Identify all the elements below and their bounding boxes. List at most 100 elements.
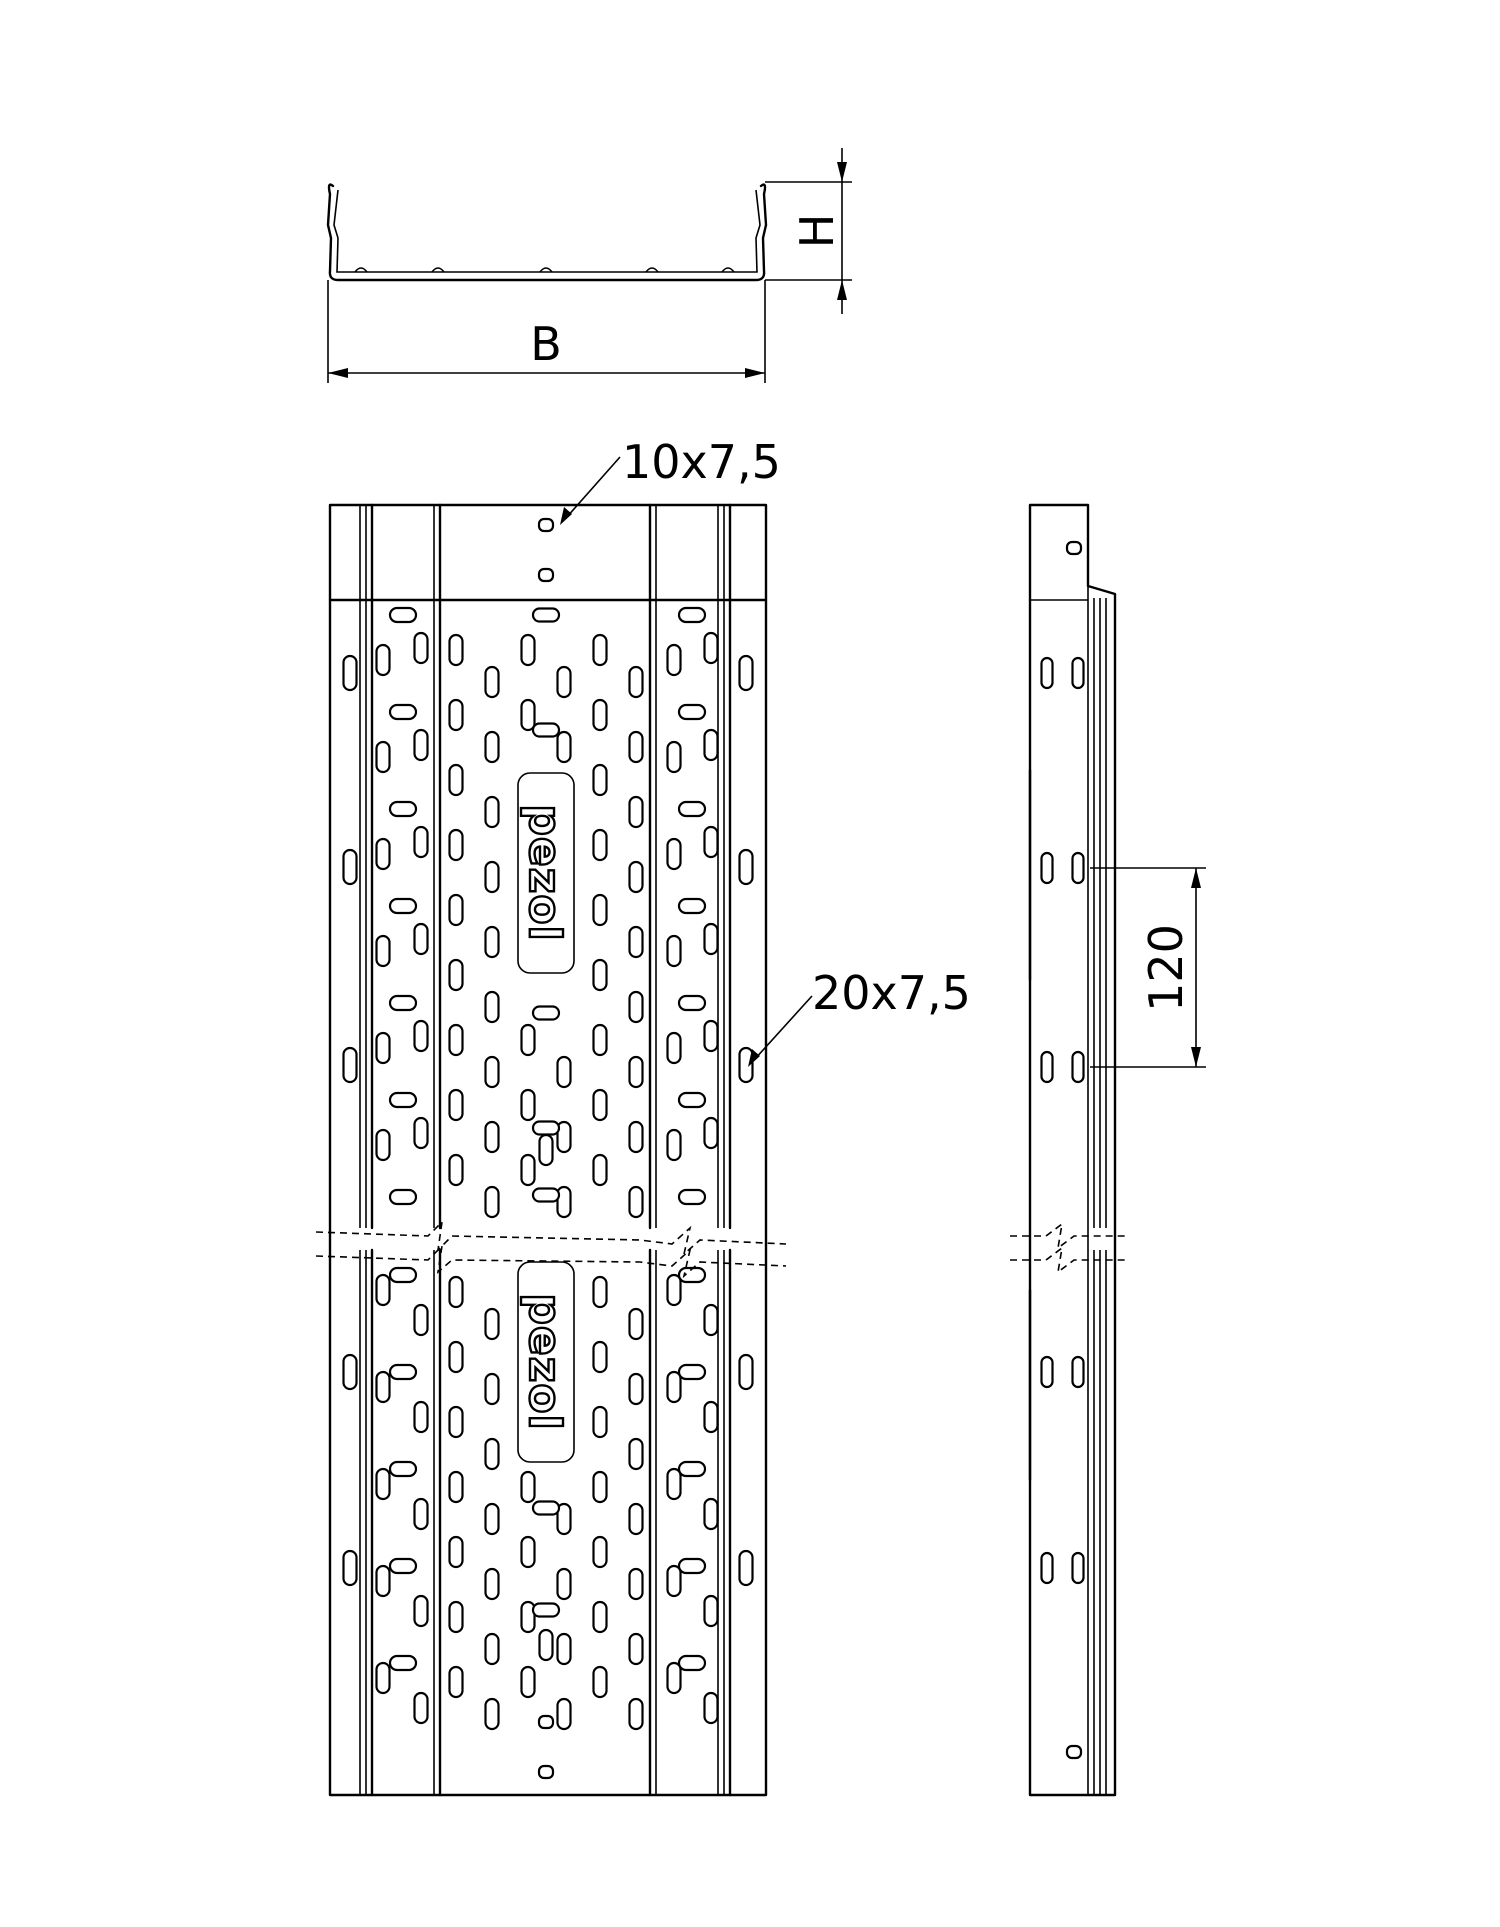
slot-hole	[677, 1266, 707, 1284]
slot-hole	[703, 1303, 719, 1337]
slot-hole	[666, 837, 682, 871]
slot-hole	[677, 1654, 707, 1672]
slot-hole	[738, 1046, 754, 1084]
break-dash-top	[315, 1219, 787, 1257]
slot-hole	[592, 1535, 608, 1569]
slot-hole	[375, 1128, 391, 1162]
pitch-label: 120	[1139, 924, 1193, 1012]
slot-hole	[556, 1185, 572, 1219]
slot-hole	[448, 958, 464, 992]
slot-hole	[484, 1697, 500, 1731]
slot-hole	[738, 848, 754, 886]
slot-hole	[1040, 1050, 1054, 1084]
slot-hole	[413, 1497, 429, 1531]
slot-hole	[520, 698, 536, 732]
pitch-arrow-top	[1191, 868, 1201, 888]
slot-hole	[556, 665, 572, 699]
tray-profile	[326, 183, 768, 282]
slot-hole	[375, 1467, 391, 1501]
slot-hole	[628, 730, 644, 764]
side-hole-arrow	[748, 1049, 760, 1067]
slot-hole	[592, 1275, 608, 1309]
slot-hole	[484, 1055, 500, 1089]
logo-text: pezol	[519, 804, 570, 941]
slot-hole	[556, 1697, 572, 1731]
slot-hole	[666, 1467, 682, 1501]
slot-hole	[388, 703, 418, 721]
slot-hole	[388, 994, 418, 1012]
slot-hole	[448, 1340, 464, 1374]
slot-hole	[703, 1691, 719, 1725]
slot-hole	[448, 1153, 464, 1187]
slot-hole	[484, 1120, 500, 1154]
slot-hole	[628, 1437, 644, 1471]
small-hole	[1065, 540, 1083, 556]
slot-hole	[592, 763, 608, 797]
slot-hole	[677, 1091, 707, 1109]
slot-hole	[413, 1594, 429, 1628]
plan-break-line	[315, 1219, 787, 1279]
side-break-top	[1010, 1222, 1126, 1250]
slot-hole	[556, 1055, 572, 1089]
slot-hole	[1040, 656, 1054, 690]
h-arrow-bottom	[837, 280, 847, 300]
slot-hole	[677, 800, 707, 818]
slot-hole	[628, 1307, 644, 1341]
slot-hole	[592, 698, 608, 732]
slot-hole	[484, 1632, 500, 1666]
slot-hole	[531, 722, 561, 738]
slot-hole	[375, 1273, 391, 1307]
slot-hole	[413, 728, 429, 762]
slot-hole	[666, 1564, 682, 1598]
slot-hole	[448, 1665, 464, 1699]
logos: pezol pezol	[517, 772, 575, 1463]
slot-hole	[677, 1460, 707, 1478]
slot-hole	[628, 1697, 644, 1731]
slot-hole	[592, 1023, 608, 1057]
slot-hole	[531, 1120, 561, 1136]
cross-section-view: H B	[326, 148, 852, 383]
slot-hole	[703, 825, 719, 859]
slot-hole	[703, 728, 719, 762]
side-break-bottom	[1010, 1246, 1126, 1274]
width-label: B	[530, 317, 562, 371]
slot-hole	[666, 1273, 682, 1307]
small-hole	[537, 1764, 555, 1780]
slot-hole	[666, 1031, 682, 1065]
slot-hole	[413, 1400, 429, 1434]
slot-hole	[1071, 1050, 1085, 1084]
slot-hole	[628, 990, 644, 1024]
slot-hole	[531, 1602, 561, 1618]
slot-hole	[375, 1031, 391, 1065]
slot-hole	[520, 1470, 536, 1504]
slot-hole	[677, 1188, 707, 1206]
slot-hole	[342, 848, 358, 886]
slot-hole	[413, 1019, 429, 1053]
slot-hole	[628, 1567, 644, 1601]
slot-hole	[448, 1405, 464, 1439]
slot-hole	[388, 1188, 418, 1206]
pitch-arrow-bottom	[1191, 1047, 1201, 1067]
slot-hole	[520, 1023, 536, 1057]
slot-hole	[677, 897, 707, 915]
small-hole	[537, 1714, 555, 1730]
slot-hole	[738, 1353, 754, 1391]
small-hole-arrow	[560, 507, 572, 525]
slot-hole	[448, 1600, 464, 1634]
slot-hole	[703, 631, 719, 665]
slot-hole	[484, 795, 500, 829]
pezol-logo: pezol	[517, 1261, 575, 1463]
slot-hole	[592, 1405, 608, 1439]
slot-hole	[738, 1549, 754, 1587]
slot-hole	[556, 1632, 572, 1666]
slot-hole	[703, 1019, 719, 1053]
slot-hole	[388, 800, 418, 818]
slot-hole	[1071, 1355, 1085, 1389]
slot-hole	[388, 1654, 418, 1672]
slot-hole	[484, 990, 500, 1024]
slot-hole	[531, 607, 561, 623]
slot-hole	[375, 1370, 391, 1404]
slot-hole	[531, 1187, 561, 1203]
side-hole-label: 20x7,5	[812, 966, 971, 1020]
